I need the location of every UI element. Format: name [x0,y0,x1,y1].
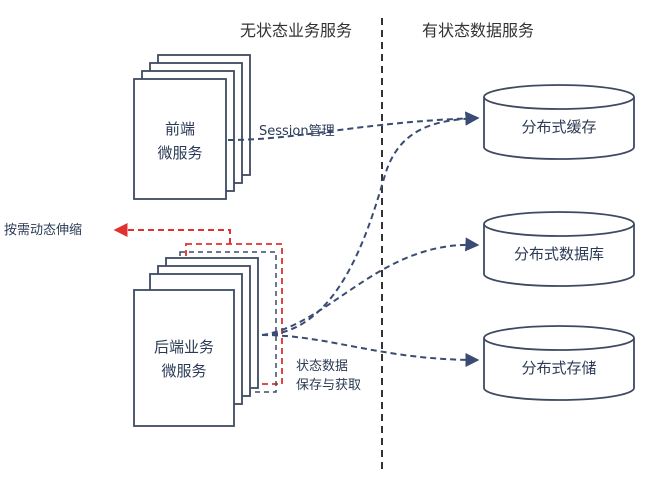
session-label: Session管理 [259,124,335,139]
scale-label: 按需动态伸缩 [4,222,82,238]
backend-label-line2: 微服务 [161,362,206,380]
backend-to-database-arrow [261,237,480,336]
stateless-services-header: 无状态业务服务 [240,21,352,40]
cache-label: 分布式缓存 [521,118,596,136]
backend-microservice-stack: 后端业务 微服务 [133,257,259,427]
frontend-microservice-stack: 前端 微服务 [133,54,251,200]
backend-to-storage-arrow [261,334,480,367]
distributed-cache-cylinder: 分布式缓存 [483,84,635,160]
state-label-line1: 状态数据 [296,359,348,374]
distributed-database-cylinder: 分布式数据库 [483,211,635,287]
database-label: 分布式数据库 [514,245,604,263]
backend-to-cache-arrow [261,111,480,336]
state-label-line2: 保存与获取 [296,378,361,393]
frontend-microservice-box [133,78,227,200]
stateful-services-header: 有状态数据服务 [422,21,534,40]
frontend-label-line1: 前端 [165,120,195,138]
scale-arrow [113,223,231,244]
storage-label: 分布式存储 [521,359,596,377]
backend-microservice-box [133,289,235,427]
backend-label-line1: 后端业务 [154,338,214,356]
frontend-label-line2: 微服务 [157,144,202,162]
distributed-storage-cylinder: 分布式存储 [483,325,635,401]
